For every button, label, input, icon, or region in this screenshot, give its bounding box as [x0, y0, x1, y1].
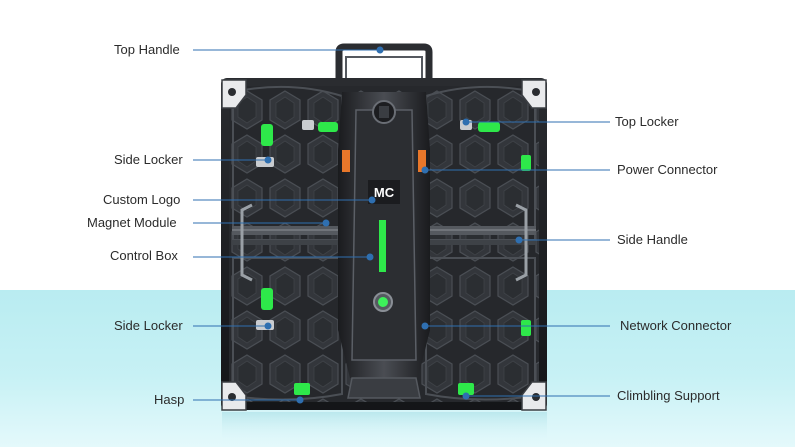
logo-mark: MC: [374, 185, 395, 200]
label-side-locker-lower: Side Locker: [114, 318, 183, 333]
label-side-handle: Side Handle: [617, 232, 688, 247]
power-socket-left: [342, 150, 350, 172]
side-handle-left: [240, 203, 253, 282]
label-network-connector: Network Connector: [620, 318, 732, 333]
label-control-box: Control Box: [110, 248, 178, 263]
leader-lines: [193, 46, 610, 404]
label-custom-logo: Custom Logo: [103, 192, 181, 207]
green-lockers: [261, 122, 531, 395]
climbing-support-foot: [347, 377, 421, 399]
status-button: [378, 297, 388, 307]
label-side-locker-upper: Side Locker: [114, 152, 183, 167]
power-socket-right: [418, 150, 426, 172]
side-handle-right: [515, 203, 528, 282]
label-hasp: Hasp: [154, 392, 185, 407]
label-top-handle: Top Handle: [114, 42, 180, 57]
top-handle-icon: [335, 43, 433, 80]
label-magnet-module: Magnet Module: [87, 215, 177, 230]
magnet-rails: [232, 226, 536, 245]
status-light-bar: [379, 220, 386, 272]
floor-reflection: [222, 412, 547, 442]
label-climbing-support: Climbling Support: [617, 388, 720, 403]
label-power-connector: Power Connector: [617, 162, 718, 177]
label-top-locker: Top Locker: [615, 114, 679, 129]
